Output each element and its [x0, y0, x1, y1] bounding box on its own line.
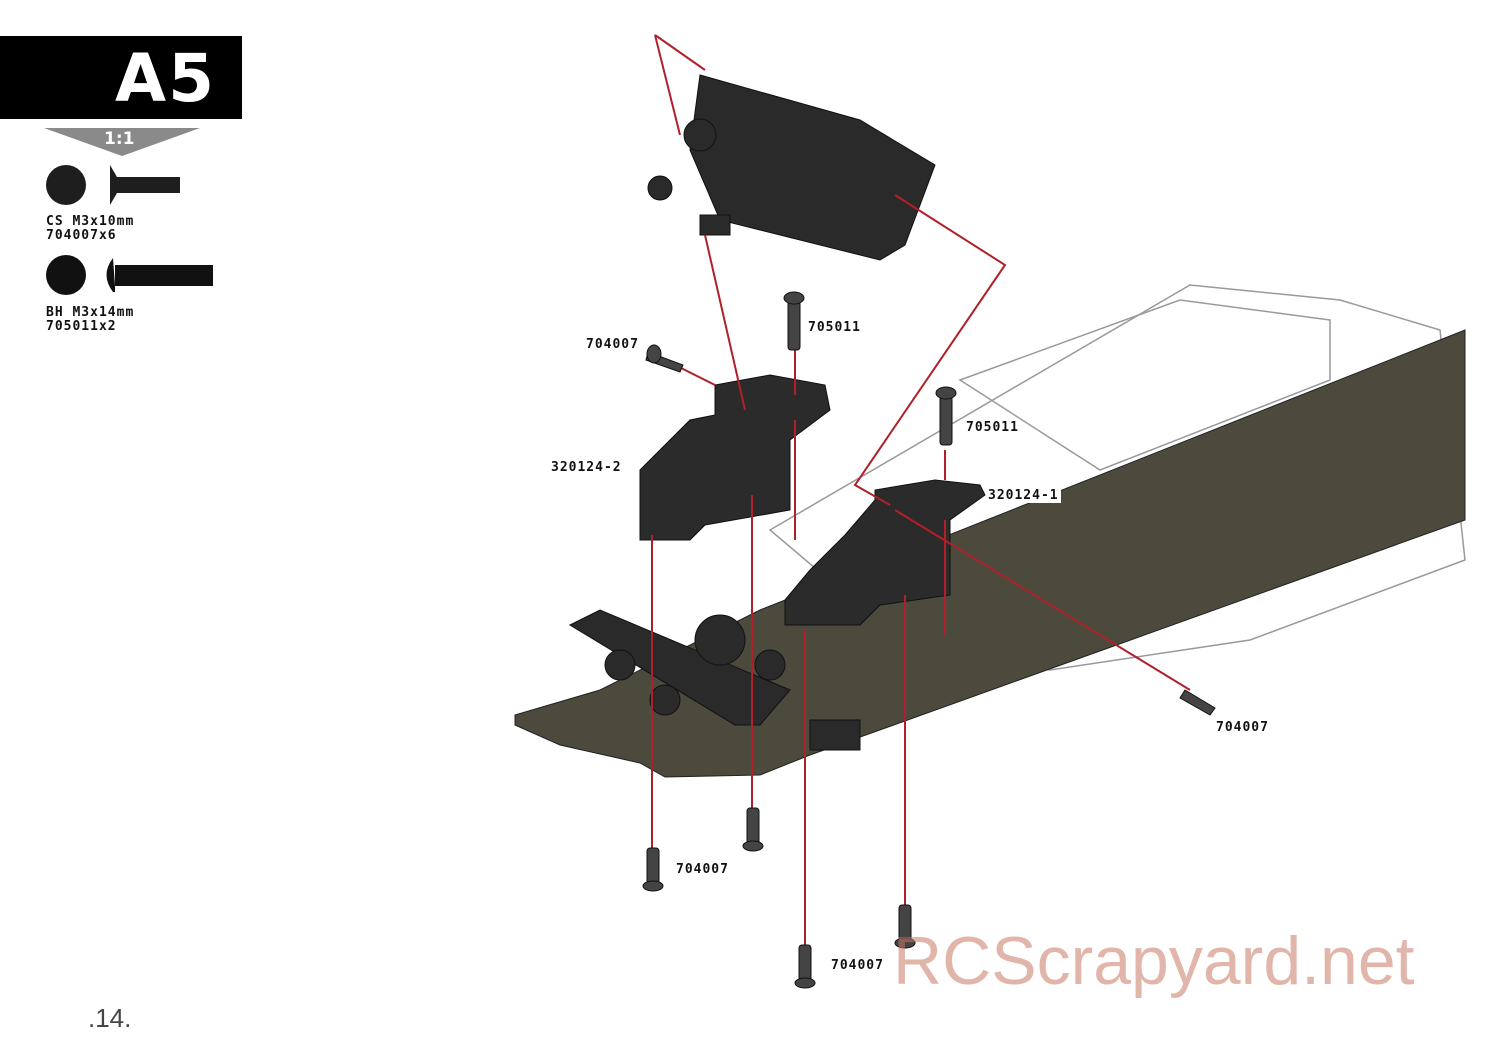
screws [642, 291, 1216, 989]
watermark: RCScrapyard.net [893, 923, 1415, 999]
hardware-name: CS M3x10mm [46, 214, 135, 229]
scale-arrow [44, 128, 200, 156]
step-title: A5 [114, 40, 216, 117]
servo-mount-left [639, 374, 831, 541]
callout-label: 704007 [831, 958, 884, 973]
callout-label: 320124-1 [986, 488, 1061, 503]
button-head-screw-icon [46, 255, 213, 295]
page-number: .14. [88, 1003, 132, 1033]
callout-label: 704007 [676, 862, 729, 877]
hardware-code: 705011x2 [46, 319, 117, 334]
callout-label: 705011 [808, 320, 861, 335]
servo-mount-right [784, 479, 986, 626]
callout-label: 704007 [586, 337, 639, 352]
countersunk-screw-icon [46, 165, 180, 205]
callout-label: 320124-2 [551, 460, 622, 475]
hardware-name: BH M3x14mm [46, 305, 135, 320]
scale-label: 1:1 [104, 129, 135, 149]
hardware-code: 704007x6 [46, 228, 117, 243]
leader-lines [651, 34, 1191, 945]
steering-assembly [568, 609, 861, 751]
callout-label: 704007 [1216, 720, 1269, 735]
step-badge: A5 [0, 36, 242, 119]
callout-label: 705011 [964, 420, 1021, 435]
servo [647, 74, 936, 261]
